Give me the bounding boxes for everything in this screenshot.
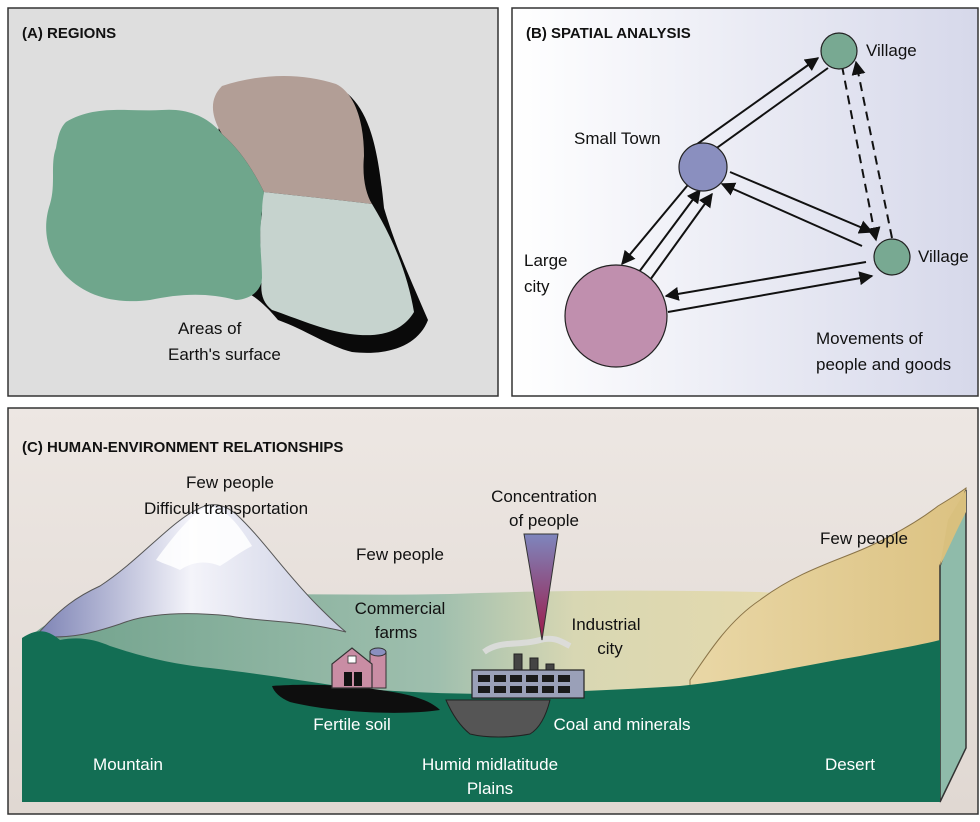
panel-c-title: (C) HUMAN-ENVIRONMENT RELATIONSHIPS [22,439,343,456]
regions-caption-line1: Areas of [178,319,242,338]
concentration-label-line1: Concentration [491,487,597,506]
barn-icon [331,647,387,689]
large-city-label-line1: Large [524,251,567,270]
difficult-transport-label: Difficult transportation [144,499,308,518]
region-green [46,109,264,302]
few-people-mountain-label: Few people [186,473,274,492]
village-right-label: Village [918,247,969,266]
arrow-city-to-town-b [649,192,713,281]
village-top-label: Village [866,41,917,60]
desert-side-top [940,490,966,566]
movements-label-line1: Movements of [816,329,923,348]
arrow-town-to-village-right [729,171,874,234]
coal-minerals-label: Coal and minerals [553,715,690,734]
movements-label-line2: people and goods [816,355,951,374]
small-town-node [678,142,728,192]
village-top-node [820,32,858,70]
factory-icon [471,635,585,699]
concentration-cone [523,533,559,641]
panel-a-title: (A) REGIONS [22,25,116,42]
panel-b-title: (B) SPATIAL ANALYSIS [526,25,691,42]
few-people-center-label: Few people [356,545,444,564]
arrow-village-right-to-city [664,261,867,301]
few-people-desert-label: Few people [820,529,908,548]
movement-arrows [621,57,893,313]
commercial-farms-label-line2: farms [375,623,418,642]
fertile-soil-layer [272,684,440,713]
desert-slope [689,487,967,701]
small-town-label: Small Town [574,129,661,148]
regions-caption-line2: Earth's surface [168,345,281,364]
arrow-town-to-village-top [685,57,820,153]
arrow-town-to-city [621,179,693,266]
concentration-label-line2: of people [509,511,579,530]
fertile-soil-label: Fertile soil [313,715,390,734]
coal-minerals-deposit [445,699,551,738]
mountain-snowcap [156,506,252,570]
industrial-city-label-line2: city [597,639,623,658]
mountain [35,504,347,638]
large-city-node [564,264,668,368]
panel-human-environment: (C) HUMAN-ENVIRONMENT RELATIONSHIPS [7,407,979,815]
plains-label-line1: Humid midlatitude [422,755,558,774]
arrow-city-to-village-right [667,271,874,313]
region-grey [260,192,414,336]
plains-label-line2: Plains [467,779,513,798]
region-brown [212,75,372,204]
village-right-node [873,238,911,276]
industrial-city-label-line1: Industrial [572,615,641,634]
large-city-label-line2: city [524,277,550,296]
arrow-village-top-to-town [698,67,829,161]
panel-regions: (A) REGIONS Areas of Earth's surface [7,7,499,397]
arrow-city-to-town-a [635,188,701,277]
desert-label: Desert [825,755,875,774]
panel-spatial-analysis: (B) SPATIAL ANALYSIS Village Small Town … [511,7,979,397]
arrow-village-right-to-town [720,182,863,247]
commercial-farms-label-line1: Commercial [355,599,446,618]
mountain-label: Mountain [93,755,163,774]
